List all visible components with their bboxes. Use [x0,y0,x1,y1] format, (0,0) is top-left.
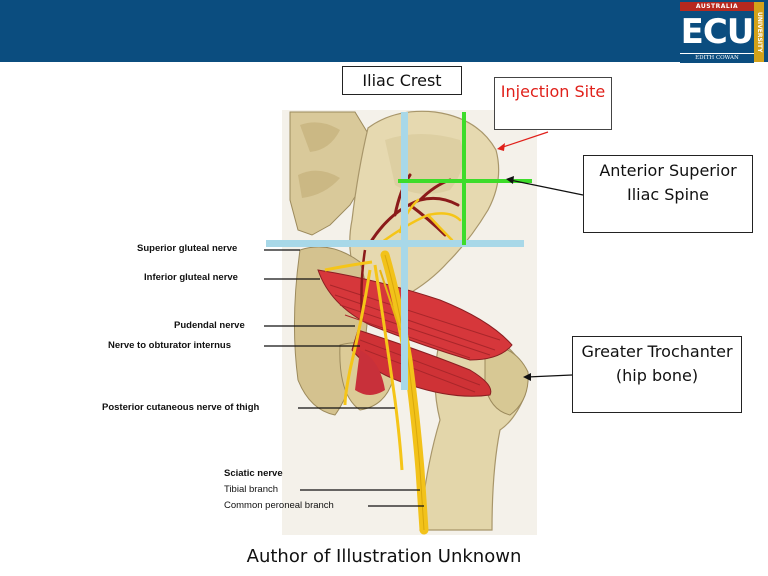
logo-main-text: ECU [680,11,754,53]
callout-iliac-crest: Iliac Crest [342,66,462,95]
callout-greater-trochanter: Greater Trochanter (hip bone) [572,336,742,413]
injection-site-arrow [499,131,549,149]
gemellus-muscle [355,350,385,395]
asis-arrow [509,179,584,196]
logo-side-text: UNIVERSITY [754,2,764,62]
label-inferior-gluteal-nerve: Inferior gluteal nerve [144,272,238,283]
nerve-leader-lines [264,249,424,507]
injection-site-vertical-line [462,112,466,245]
callout-injection-site: Injection Site [494,77,612,130]
label-tibial-branch: Tibial branch [224,484,279,495]
ecu-logo: AUSTRALIA ECU EDITH COWAN UNIVERSITY [680,2,764,63]
ilium-shading [385,134,464,194]
illustration-credit-caption: Author of Illustration Unknown [246,546,522,567]
greater-trochanter-bone [484,344,529,416]
label-sciatic-nerve: Sciatic nerve [224,468,283,479]
label-common-peroneal-branch: Common peroneal branch [224,500,334,511]
logo-top-text: AUSTRALIA [680,2,754,11]
header-bar [0,0,768,62]
label-nerve-to-obturator-internus: Nerve to obturator internus [108,340,231,351]
label-pudendal-nerve: Pudendal nerve [174,320,245,331]
posterior-cutaneous-nerve [373,264,404,471]
sacrum-shading [300,122,340,152]
trochanter-arrow [526,374,573,378]
label-superior-gluteal-nerve: Superior gluteal nerve [137,243,238,254]
logo-bottom-text: EDITH COWAN [680,53,754,63]
callout-anterior-superior-iliac-spine: Anterior Superior Iliac Spine [583,155,753,233]
pudendal-nerve [343,269,372,406]
injection-site-horizontal-line [398,179,532,183]
horizontal-quadrant-line [266,240,524,247]
inferior-gluteal-nerve [324,260,373,272]
vertical-quadrant-line [401,112,408,390]
label-posterior-cutaneous-nerve: Posterior cutaneous nerve of thigh [102,402,260,413]
sacrum-shading-2 [298,170,340,198]
